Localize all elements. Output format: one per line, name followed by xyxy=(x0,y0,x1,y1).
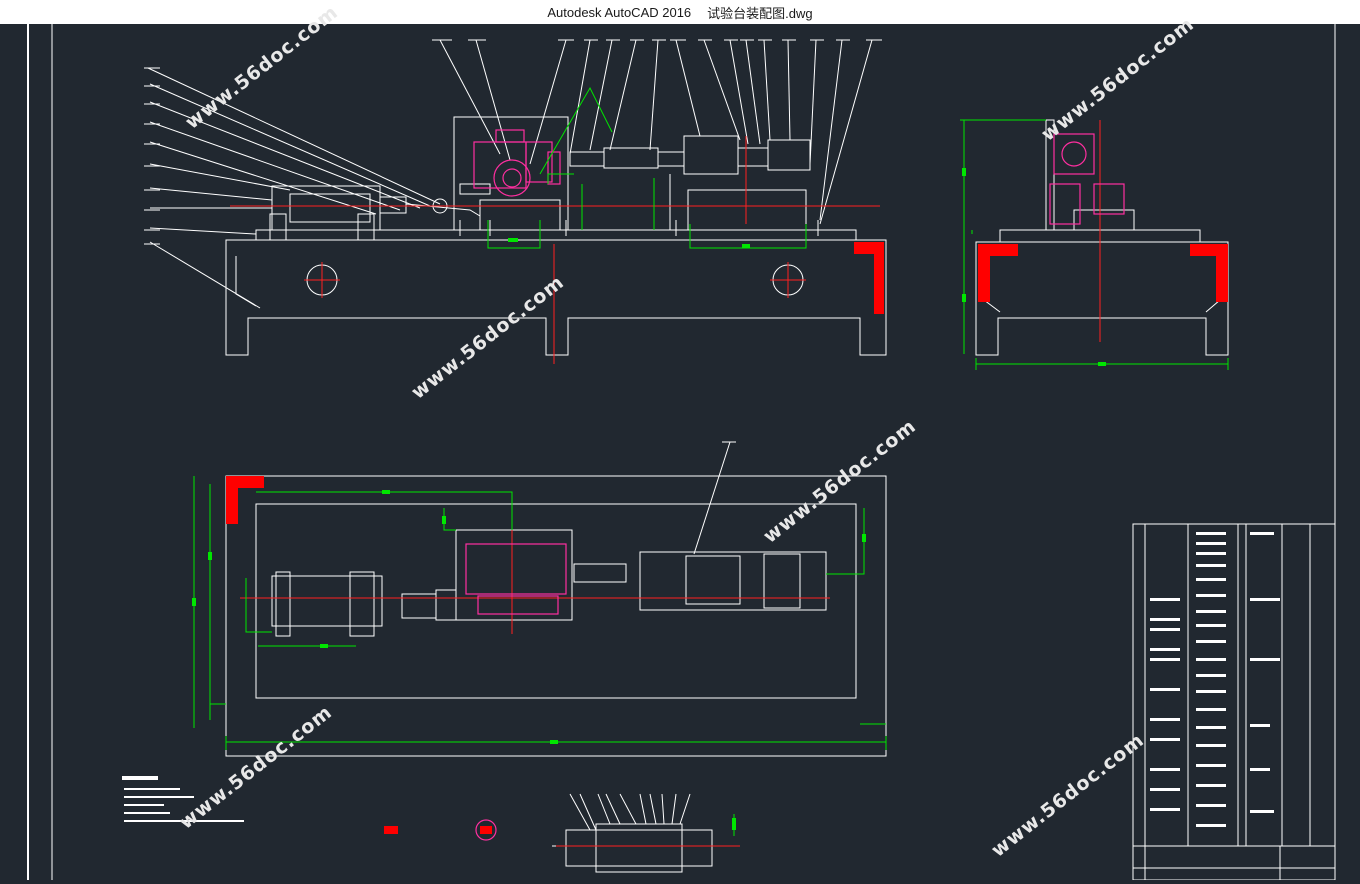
parts-list-text-marks xyxy=(122,532,1280,827)
parts-list xyxy=(1132,523,1336,881)
title-bar: Autodesk AutoCAD 2016 试验台装配图.dwg xyxy=(0,0,1360,24)
dimension-marks xyxy=(192,168,1106,830)
side-view xyxy=(975,119,1229,356)
front-view xyxy=(144,39,887,356)
app-title: Autodesk AutoCAD 2016 xyxy=(547,4,692,20)
center-lines xyxy=(230,120,1101,847)
detail-view xyxy=(552,793,736,873)
drawing-svg xyxy=(27,24,1336,881)
file-name: 试验台装配图.dwg xyxy=(707,5,813,21)
hatch-fills xyxy=(226,242,1228,834)
dimension-lines xyxy=(193,86,1229,836)
motor-parts xyxy=(465,129,1125,841)
top-view xyxy=(225,441,887,757)
